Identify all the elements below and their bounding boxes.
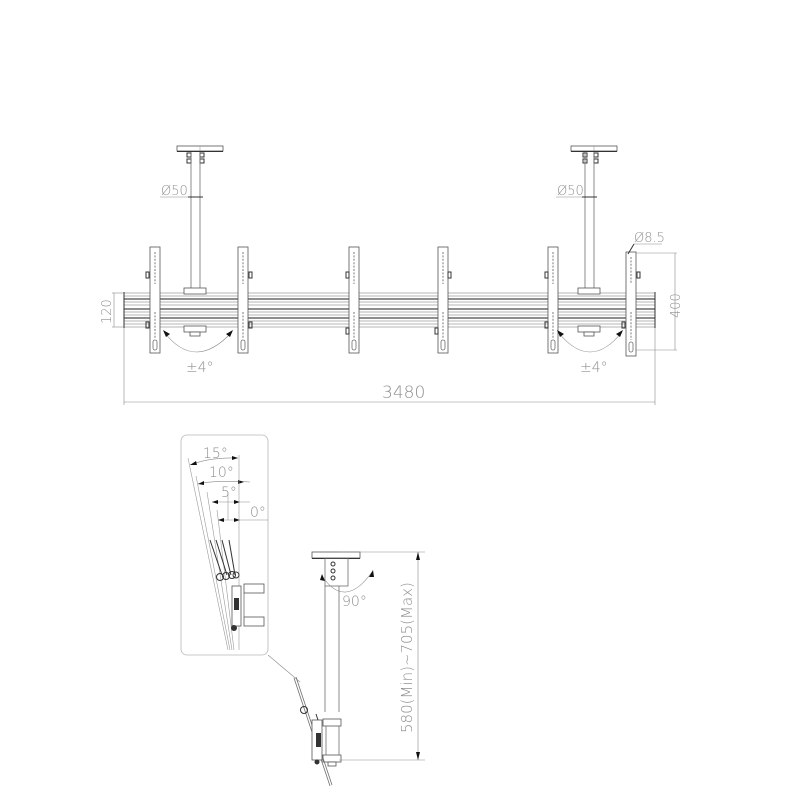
- total-width-label: 3480: [382, 383, 425, 403]
- dimension-height-range: 580(Min)~705(Max): [339, 551, 425, 761]
- tilt-detail-inset: 15° 10° 5° 0°: [180, 434, 269, 656]
- detail-leader-line: [267, 654, 301, 683]
- bar-height-label: 120: [100, 299, 115, 324]
- hole-diameter-callout: Ø8.5: [627, 231, 665, 255]
- horizontal-rail: [123, 292, 656, 328]
- tilt-right-label: ±4°: [580, 360, 608, 376]
- front-view-assembly: Ø50 Ø50: [100, 145, 684, 405]
- hole-diameter-label: Ø8.5: [634, 231, 665, 246]
- dimension-total-width: 3480: [123, 328, 656, 405]
- swivel-angle-label: 90°: [342, 594, 367, 610]
- ceiling-pole-right: [570, 145, 618, 290]
- display-bracket-2: [237, 246, 253, 354]
- display-bracket-3: [345, 246, 360, 354]
- tilt-angle-10: 10°: [209, 465, 234, 481]
- height-range-label: 580(Min)~705(Max): [398, 582, 416, 733]
- pole-clamp-left: [183, 287, 207, 337]
- tilt-angle-5: 5°: [221, 485, 237, 501]
- display-bracket-5: [544, 246, 559, 354]
- tilt-left-label: ±4°: [186, 360, 214, 376]
- dimension-bar-height: 120: [100, 292, 124, 328]
- pole-diameter-right-label: Ø50: [557, 184, 584, 199]
- side-view-assembly: 90°: [293, 551, 374, 787]
- display-bracket-6: [621, 251, 641, 357]
- dimension-bracket-height: 400: [636, 252, 684, 351]
- swivel-indicator: 90°: [320, 570, 374, 610]
- tilt-indicator-right: ±4°: [557, 330, 623, 376]
- tilt-angle-15: 15°: [203, 446, 228, 462]
- pole-clamp-right: [577, 287, 601, 337]
- pole-diameter-left-label: Ø50: [161, 184, 188, 199]
- tilt-angle-0: 0°: [250, 505, 266, 521]
- display-bracket-1: [145, 246, 161, 354]
- bracket-height-label: 400: [669, 293, 684, 318]
- display-bracket-4: [434, 246, 452, 354]
- tilt-indicator-left: ±4°: [163, 330, 233, 376]
- ceiling-pole-left: [176, 145, 224, 290]
